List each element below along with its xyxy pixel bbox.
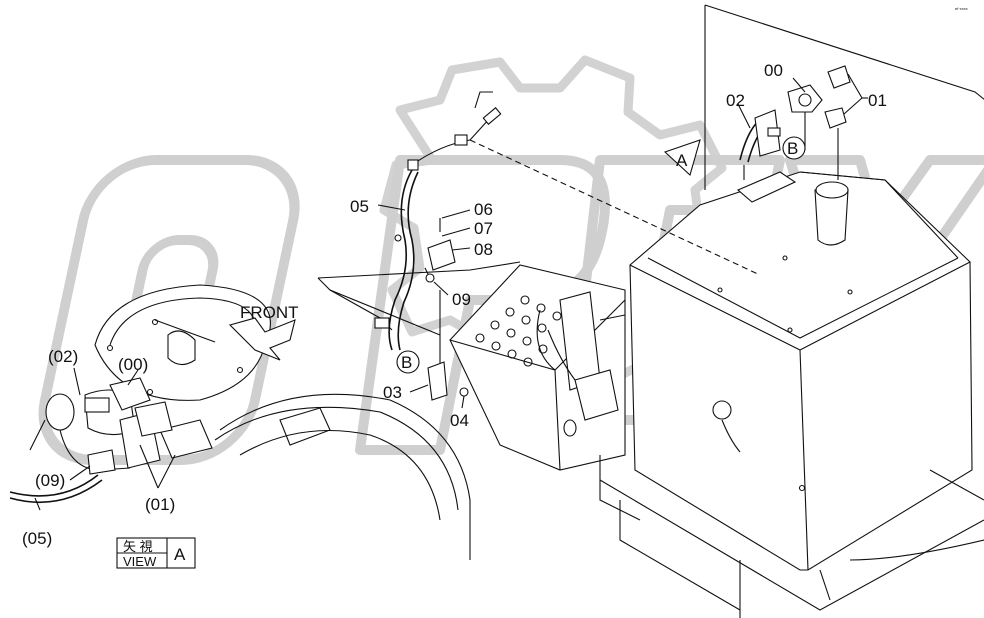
callout-05: 05: [350, 197, 369, 216]
battery-cells: [475, 295, 562, 367]
view-a-box: 矢 視 VIEW A: [116, 537, 196, 569]
corner-mark: ef·xxxx: [955, 6, 968, 11]
callout-p01: (01): [145, 495, 175, 514]
filler-cap: [815, 181, 849, 199]
callout-p09: (09): [35, 471, 65, 490]
marker-b-top: B: [782, 136, 806, 160]
left-assembly: [9, 284, 471, 560]
callout-03: 03: [383, 383, 402, 402]
bracket-03: [427, 361, 448, 401]
leader-lines: [34, 77, 868, 511]
callout-08: 08: [474, 240, 493, 259]
battery-box: [317, 261, 641, 521]
marker-b-mid: B: [396, 350, 420, 374]
view-kanji: 矢 視: [123, 539, 153, 554]
callout-02: 02: [726, 91, 745, 110]
view-letter: A: [174, 545, 186, 564]
bolt-04: [459, 387, 469, 397]
callout-06: 06: [474, 200, 493, 219]
sensor: [712, 400, 732, 420]
pump-block: [84, 397, 110, 413]
callout-04: 04: [450, 411, 469, 430]
callout-07: 07: [474, 219, 493, 238]
front-label: FRONT: [240, 303, 299, 322]
callout-p00: (00): [118, 355, 148, 374]
callout-p05: (05): [22, 529, 52, 548]
view-marker-a: A: [663, 139, 701, 177]
callout-09: 09: [452, 290, 471, 309]
callout-p02: (02): [48, 347, 78, 366]
callout-00: 00: [764, 61, 783, 80]
front-arrow: [228, 317, 296, 361]
view-word: VIEW: [123, 554, 157, 569]
marker-b-mid-letter: B: [401, 353, 412, 372]
harness: [329, 91, 761, 401]
marker-b-top-letter: B: [787, 139, 798, 158]
marker-a-letter: A: [676, 151, 688, 170]
fitting-assembly: [739, 65, 863, 180]
tank-assembly: [599, 4, 984, 618]
callout-01: 01: [868, 91, 887, 110]
